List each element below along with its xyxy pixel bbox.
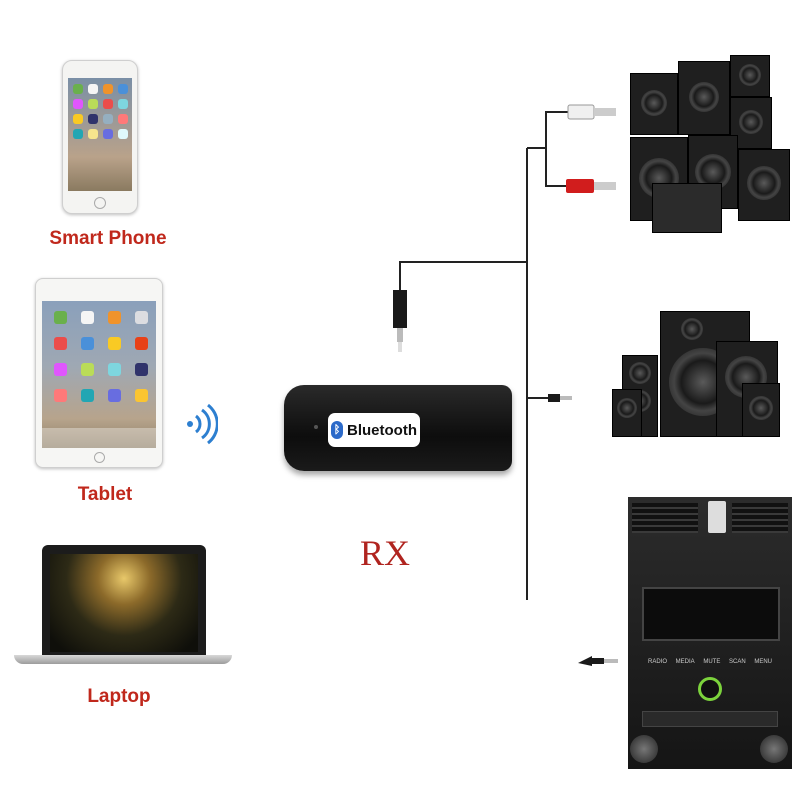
media-button-label: MEDIA — [675, 659, 695, 665]
car-stereo-image: RADIO MEDIA MUTE SCAN MENU — [628, 497, 792, 769]
wireless-signal-icon — [187, 403, 218, 445]
tuning-knob — [760, 735, 788, 763]
tablet-image — [35, 278, 163, 468]
stereo-display — [642, 587, 780, 641]
climate-controls — [642, 711, 778, 727]
aux-input-port — [698, 677, 722, 701]
smart-phone-label: Smart Phone — [49, 228, 167, 249]
air-vent — [732, 503, 788, 533]
bluetooth-icon: ᛒ — [331, 421, 343, 439]
stereo-button-row: RADIO MEDIA MUTE SCAN MENU — [648, 659, 772, 669]
volume-knob — [630, 735, 658, 763]
home-theater-speakers-image — [612, 305, 792, 437]
home-button — [94, 452, 105, 463]
scan-button-label: SCAN — [729, 659, 746, 665]
tablet-label: Tablet — [77, 484, 133, 505]
smart-phone-image — [62, 60, 138, 214]
laptop-label: Laptop — [87, 686, 151, 707]
tablet-dock — [42, 428, 156, 448]
bluetooth-receiver: ᛒ Bluetooth — [284, 385, 512, 471]
hazard-button — [708, 501, 726, 533]
speaker-stack-image — [630, 55, 790, 233]
radio-button-label: RADIO — [648, 659, 668, 665]
mute-button-label: MUTE — [703, 659, 721, 665]
bluetooth-text: Bluetooth — [347, 421, 417, 439]
menu-button-label: MENU — [754, 659, 772, 665]
status-led — [314, 425, 318, 429]
laptop-screen — [50, 554, 198, 652]
air-vent — [632, 503, 698, 533]
tablet-screen — [42, 301, 156, 448]
phone-screen — [68, 78, 132, 191]
rx-mode-label: RX — [360, 533, 411, 573]
laptop-base — [14, 655, 232, 664]
laptop-image — [42, 545, 206, 655]
bluetooth-badge: ᛒ Bluetooth — [328, 413, 420, 447]
home-button — [94, 197, 106, 209]
